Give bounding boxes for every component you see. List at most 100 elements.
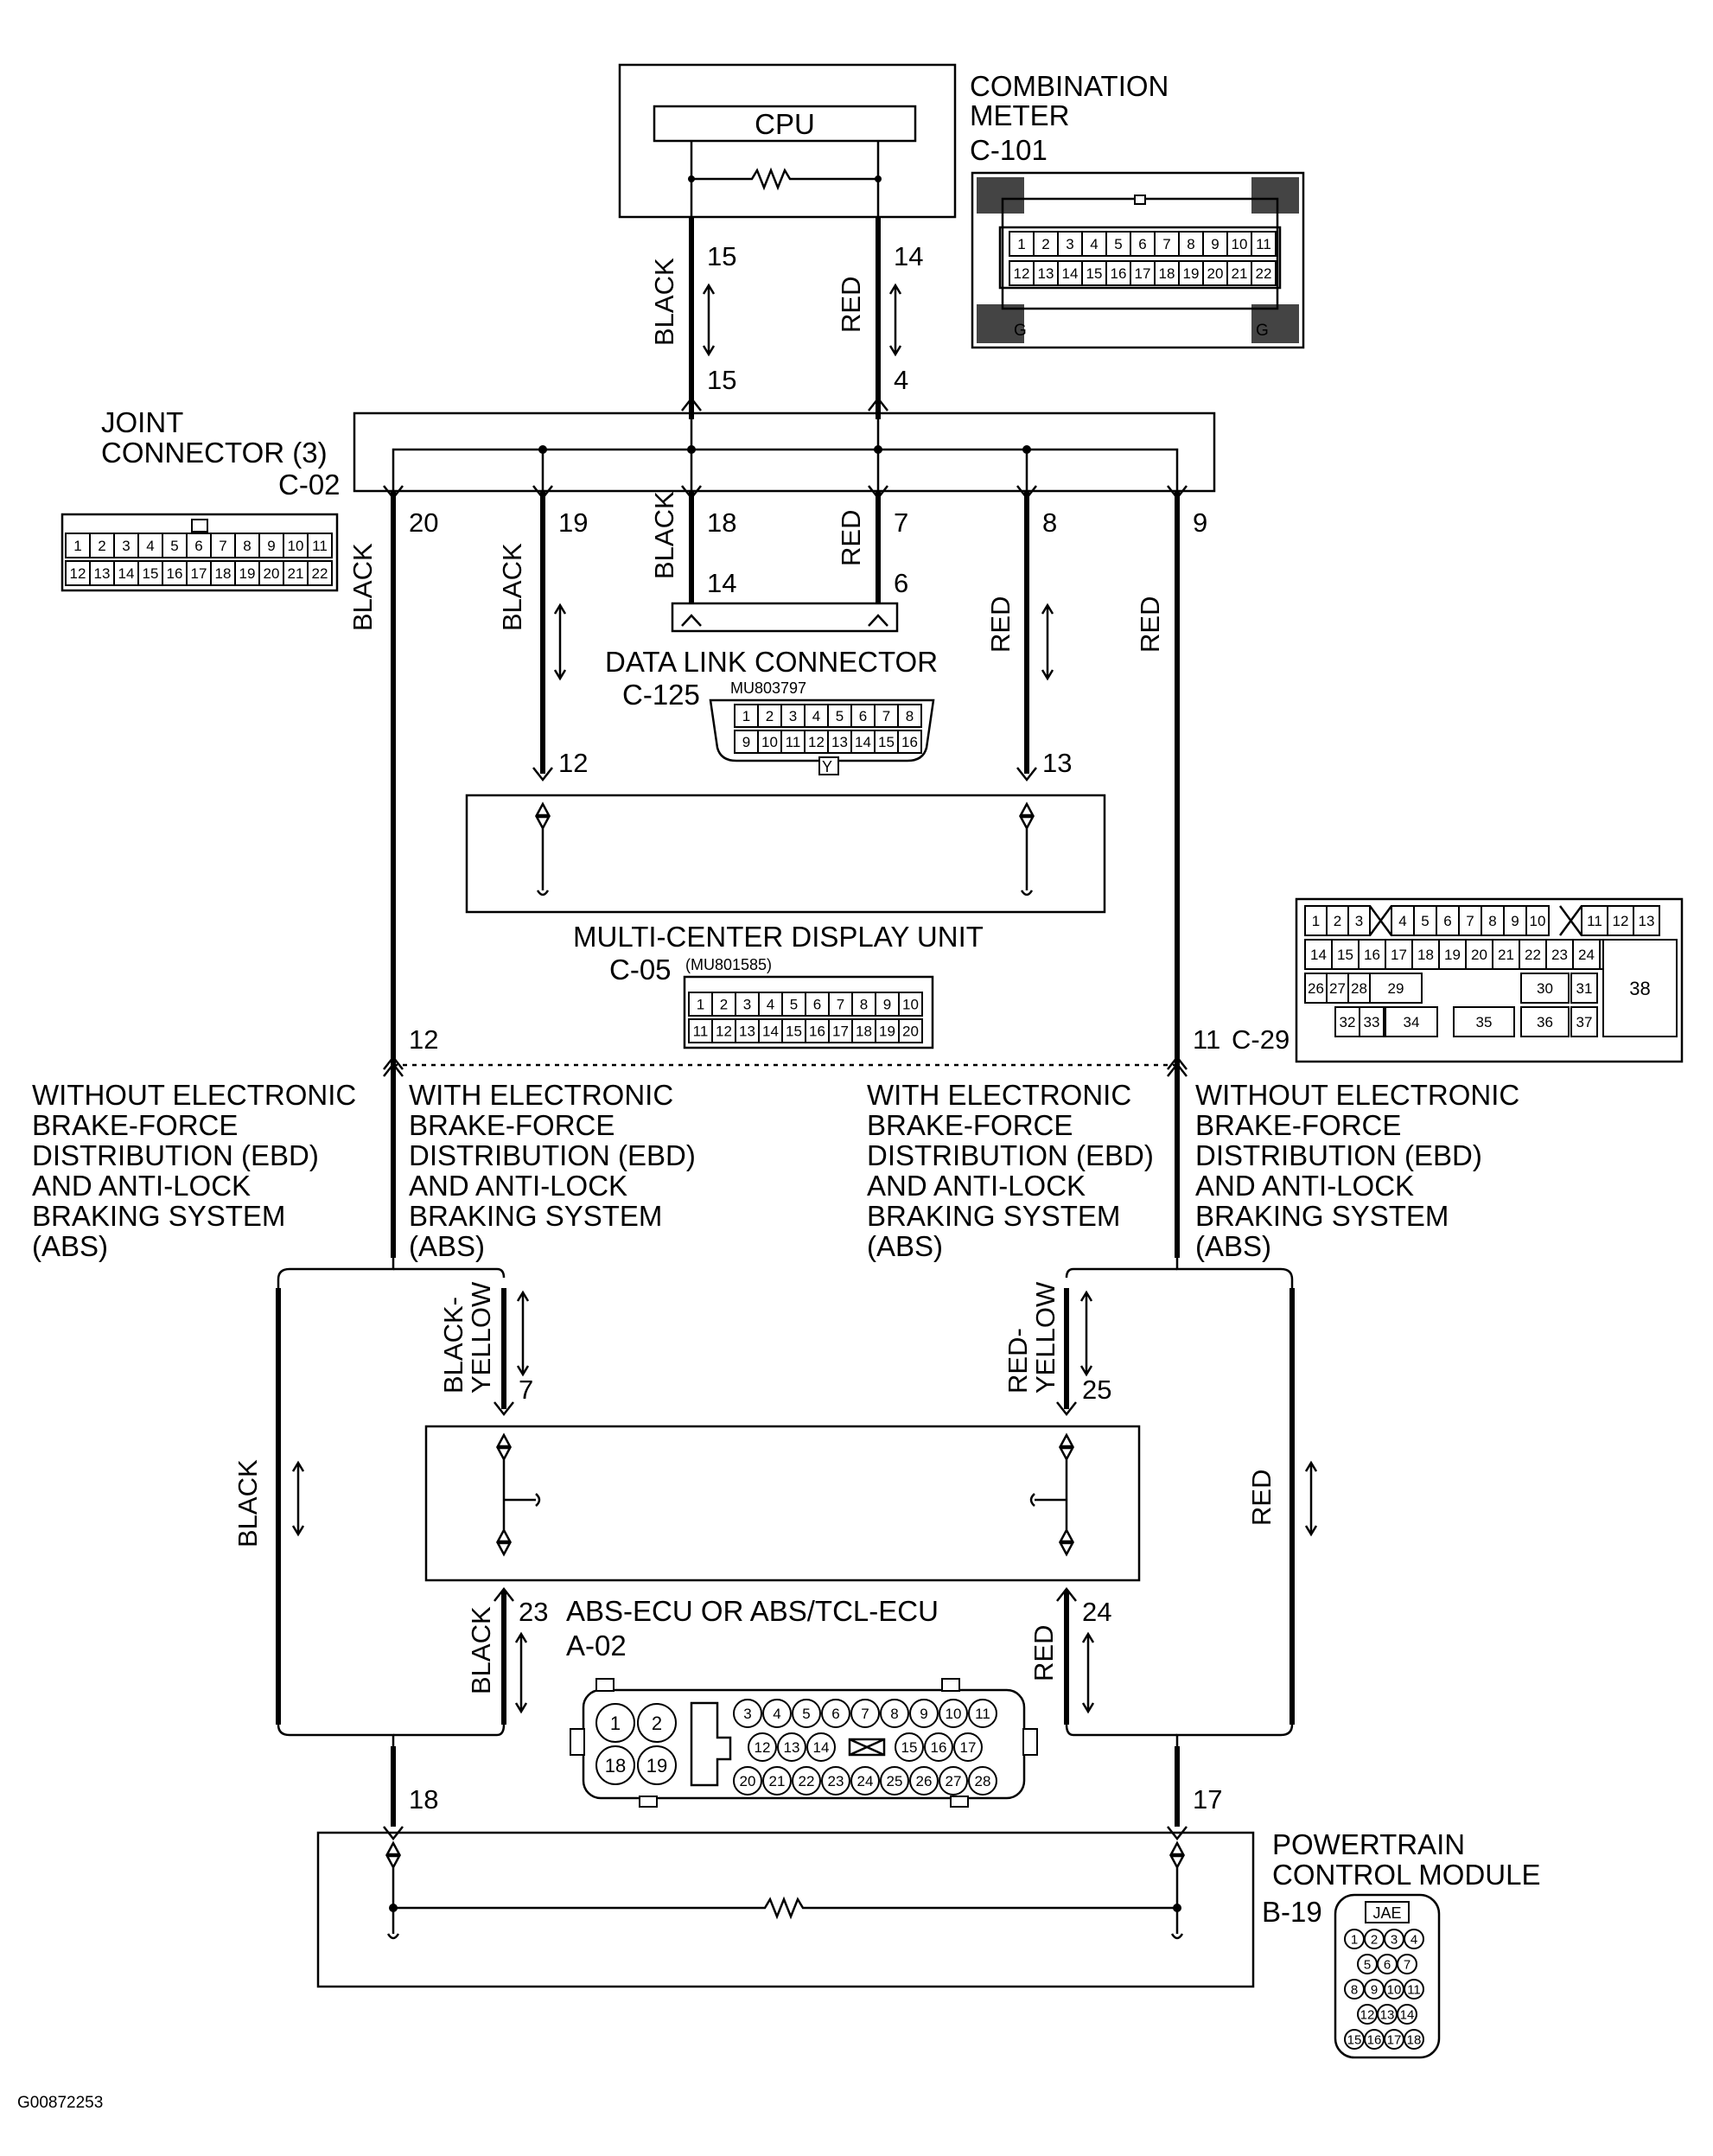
c29-cell [1326,905,1349,936]
combination-meter-connector-pin-label: 2 [1041,236,1049,252]
c29-cell [1481,905,1505,936]
c29-code: C-29 [1232,1024,1290,1055]
abs-cell [762,1699,792,1728]
abs-pin-label: 26 [916,1773,933,1789]
svg-text:WITH ELECTRONIC: WITH ELECTRONIC [409,1079,673,1111]
combination-meter-connector-pin-label: 22 [1256,265,1272,282]
abs-cell [880,1699,909,1728]
dlc-pin-label: 8 [906,708,914,724]
c29-pin-label: 13 [1639,913,1655,929]
svg-text:(ABS): (ABS) [32,1230,108,1262]
display-connector-pin-label: 19 [879,1024,895,1040]
abs-pin-label: 20 [740,1773,756,1789]
abs-big-pin-label: 18 [605,1755,626,1776]
joint-connector-pin-label: 21 [288,565,304,582]
display-connector-pin-label: 9 [883,997,891,1013]
pin-dlc-14: 14 [707,568,736,598]
dlc-cell [874,730,899,754]
display-connector-pin-label: 11 [693,1024,709,1040]
c29-cell [1453,1006,1515,1037]
dlc-cell [874,704,899,728]
c29-pin-label: 17 [1391,947,1407,963]
combination-meter-connector-pin-label: 10 [1232,236,1248,252]
c29-pin-label: 14 [1310,947,1327,963]
wire-red-display: RED [985,596,1016,653]
display-part-no: (MU801585) [685,956,772,973]
pcm-pin-label: 15 [1347,2032,1362,2047]
pin-joint-9: 9 [1193,507,1207,538]
display-connector-pin-label: 3 [743,997,751,1013]
c29-cell [1519,939,1547,970]
abs-pin-label: 27 [946,1773,962,1789]
svg-text:(ABS): (ABS) [867,1230,943,1262]
c29-cell [1607,905,1634,936]
display-connector-pin-label: 20 [902,1024,919,1040]
c29-cell [1326,973,1349,1004]
joint-connector-pin-label: 16 [167,565,183,582]
svg-text:BRAKE-FORCE: BRAKE-FORCE [32,1109,238,1141]
c29-cell [1304,973,1328,1004]
display-connector-pin-label: 16 [809,1024,825,1040]
display-connector-pin-label: 1 [697,997,704,1013]
c29-pin-label: 26 [1308,980,1324,997]
combination-meter-connector-pin-label: 19 [1183,265,1200,282]
pcm-pin-label: 12 [1360,2007,1375,2022]
display-connector-cell [828,1018,853,1043]
abs-cell [895,1732,924,1762]
c29-pin-label: 21 [1498,947,1514,963]
svg-text:BRAKE-FORCE: BRAKE-FORCE [867,1109,1073,1141]
abs-cell [939,1699,968,1728]
pcm-pin-label: 13 [1380,2007,1395,2022]
dlc-pin-label: 15 [878,734,895,750]
abs-pin-label: 3 [743,1706,751,1722]
joint-connector-pin-label: 13 [94,565,111,582]
c29-pin-label: 24 [1578,947,1595,963]
wire-red-bypass: RED [1246,1470,1277,1526]
c29-pin-label: 19 [1444,947,1461,963]
combination-meter-connector-pin-label: 11 [1256,236,1271,252]
display-connector-cell [851,992,876,1017]
abs-cell [792,1699,821,1728]
wire-black-yellow-2: YELLOW [466,1281,496,1394]
figure-id: G00872253 [17,2094,103,2112]
abs-cell [777,1732,806,1762]
pin-joint-8: 8 [1042,507,1057,538]
c29-cell [1391,905,1415,936]
combination-meter-connector-cell [1251,260,1277,286]
joint-connector-code: C-02 [278,469,341,501]
c29-cell [1369,973,1423,1004]
pcm-pin-label: 11 [1407,1982,1421,1997]
pin-abs-23: 23 [519,1597,548,1627]
c29-pin-label: 8 [1488,913,1496,929]
c29-pin-label: 29 [1388,980,1404,997]
combination-meter-connector-pin-label: 6 [1138,236,1146,252]
pcm-pin-label: 10 [1387,1982,1402,1997]
abs-pin-label: 7 [861,1706,869,1722]
joint-connector-cell [113,560,139,586]
combination-meter-connector-pin-label: 3 [1066,236,1073,252]
pcm-pin-label: 1 [1351,1932,1358,1947]
dlc-part-no: MU803797 [730,679,806,697]
joint-connector-pin-label: 12 [70,565,86,582]
joint-connector-cell [89,533,115,558]
abs-cell [821,1766,850,1796]
abs-cell [880,1766,909,1796]
display-connector-cell [828,992,853,1017]
ground-mark-right: G [1256,322,1269,340]
dlc-key-mark: Y [822,758,832,775]
display-connector-cell [875,992,900,1017]
combination-meter-code: C-101 [970,134,1048,166]
joint-connector-pin-label: 5 [170,538,178,554]
combination-meter-connector-cell [1226,231,1252,257]
cpu-label: CPU [755,108,815,140]
combination-meter-connector-cell [1178,260,1204,286]
svg-text:(ABS): (ABS) [1195,1230,1271,1262]
c29-cell [1572,939,1601,970]
display-connector-pin-label: 12 [716,1024,732,1040]
display-connector-pin-label: 17 [832,1024,849,1040]
joint-connector-cell [186,533,212,558]
joint-connector-cell [210,533,236,558]
combination-meter-connector-pin-label: 5 [1114,236,1122,252]
